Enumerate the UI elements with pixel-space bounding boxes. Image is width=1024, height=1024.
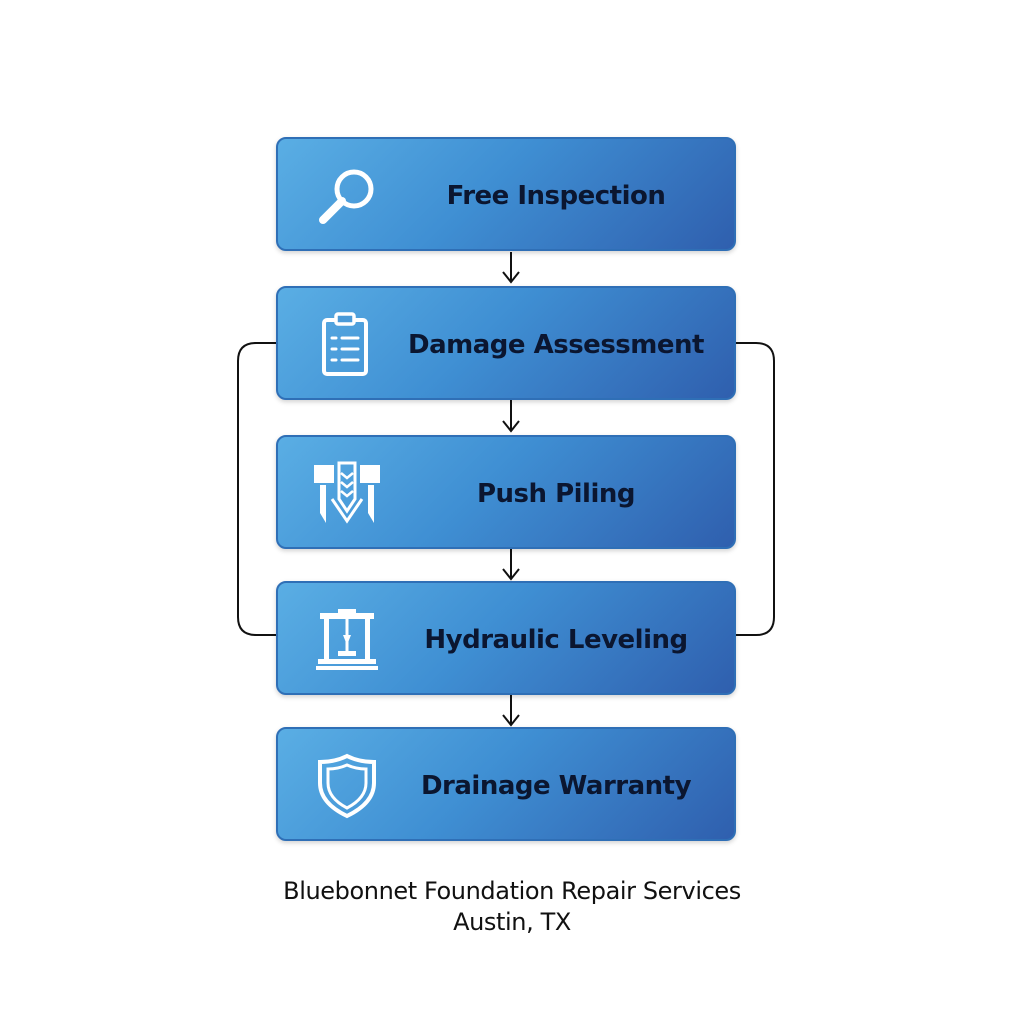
pile-driver-icon [314, 461, 380, 524]
company-location: Austin, TX [453, 908, 571, 936]
hydraulic-press-icon [316, 609, 378, 670]
step-drainage-warranty: Drainage Warranty [276, 727, 736, 841]
left-loop-connector [237, 342, 276, 636]
step-label: Hydraulic Leveling [424, 625, 688, 655]
arrow-2-to-3 [502, 400, 520, 433]
step-hydraulic-leveling: Hydraulic Leveling [276, 581, 736, 695]
shield-icon [318, 753, 376, 819]
step-damage-assessment: Damage Assessment [276, 286, 736, 400]
magnifying-glass-icon [319, 169, 374, 224]
step-label: Drainage Warranty [420, 771, 692, 801]
step-label: Damage Assessment [408, 330, 704, 360]
step-push-piling: Push Piling [276, 435, 736, 549]
step-label: Push Piling [476, 479, 636, 509]
right-loop-connector [736, 342, 775, 636]
arrow-3-to-4 [502, 549, 520, 581]
step-label: Free Inspection [446, 181, 666, 211]
company-name: Bluebonnet Foundation Repair Services [283, 877, 741, 905]
arrow-4-to-5 [502, 694, 520, 727]
clipboard-checklist-icon [322, 312, 368, 376]
step-free-inspection: Free Inspection [276, 137, 736, 251]
arrow-1-to-2 [502, 252, 520, 284]
